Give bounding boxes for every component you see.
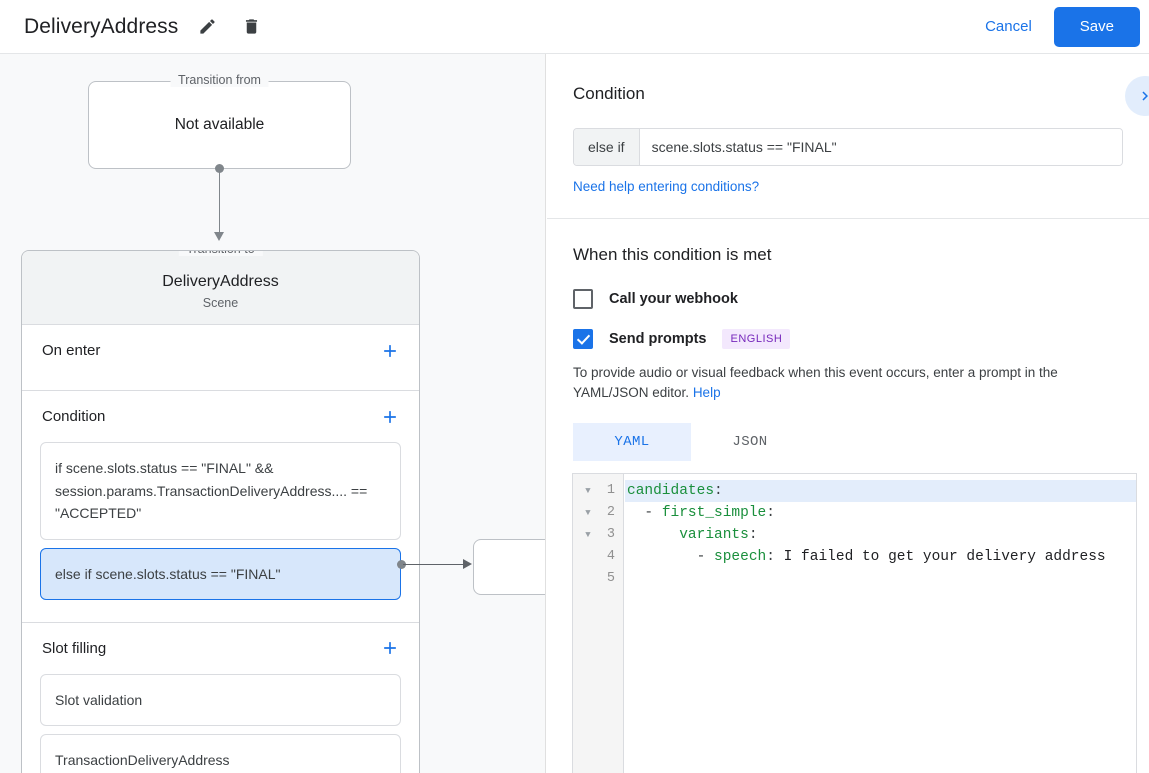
code-line: candidates:	[627, 483, 723, 499]
send-prompts-row: Send prompts ENGLISH	[573, 329, 1123, 349]
slot-item-transaction-delivery-address[interactable]: TransactionDeliveryAddress	[40, 733, 401, 773]
editor-code-area[interactable]: candidates: - first_simple: variants: - …	[625, 474, 1136, 773]
transition-to-legend: Transition to	[178, 250, 263, 256]
line-number: 3	[606, 527, 615, 542]
transition-from-value: Not available	[174, 116, 265, 133]
save-button[interactable]: Save	[1053, 6, 1140, 47]
code-line: - first_simple:	[644, 505, 775, 521]
section-header-on-enter: On enter	[22, 325, 419, 376]
condition-item-if[interactable]: if scene.slots.status == "FINAL" && sess…	[40, 442, 401, 540]
connector-line-vertical	[219, 169, 220, 234]
section-title-condition: Condition	[42, 408, 106, 425]
send-prompts-checkbox[interactable]	[573, 329, 593, 349]
helper-sentence: To provide audio or visual feedback when…	[573, 365, 1058, 400]
code-line: - speech: I failed to get your delivery …	[696, 549, 1106, 565]
flow-canvas: Transition from Not available Transition…	[0, 54, 546, 773]
connector-arrow-right	[463, 559, 472, 569]
chevron-right-icon[interactable]	[1125, 76, 1149, 116]
add-condition-button[interactable]	[377, 404, 403, 430]
add-slot-filling-button[interactable]	[377, 635, 403, 661]
webhook-row: Call your webhook	[573, 289, 1123, 309]
scene-name: DeliveryAddress	[162, 273, 279, 290]
prompts-helper-text: To provide audio or visual feedback when…	[573, 363, 1123, 403]
section-title-slot-filling: Slot filling	[42, 639, 107, 657]
trash-icon[interactable]	[236, 12, 266, 42]
transition-from-legend: Transition from	[170, 73, 269, 87]
condition-item-else-if[interactable]: else if scene.slots.status == "FINAL"	[40, 547, 401, 600]
section-header-condition: Condition	[22, 391, 419, 442]
slot-validation-item[interactable]: Slot validation	[40, 673, 401, 726]
active-line-highlight	[625, 480, 1136, 502]
fold-triangle-icon[interactable]: ▼	[585, 486, 591, 496]
when-condition-met-section: When this condition is met Call your web…	[547, 219, 1149, 461]
send-prompts-label: Send prompts	[609, 331, 707, 347]
transition-from-node[interactable]: Transition from Not available	[88, 73, 351, 169]
connector-dot-from	[215, 164, 224, 173]
cancel-button[interactable]: Cancel	[973, 10, 1044, 43]
section-title-on-enter: On enter	[42, 342, 101, 359]
section-condition: Condition if scene.slots.status == "FINA…	[22, 391, 419, 623]
yaml-editor[interactable]: candidates: - first_simple: variants: - …	[572, 473, 1137, 773]
section-slot-filling: Slot filling Slot validation Transaction…	[22, 623, 419, 773]
code-line: variants:	[679, 527, 758, 543]
pencil-icon[interactable]	[192, 12, 222, 42]
editor-format-tabs: YAML JSON	[573, 423, 1123, 461]
page-title: DeliveryAddress	[24, 14, 179, 38]
section-on-enter: On enter	[22, 325, 419, 391]
connector-dot-condition	[397, 560, 406, 569]
condition-section: Condition else if Need help entering con…	[547, 54, 1149, 219]
tab-json[interactable]: JSON	[732, 434, 768, 450]
line-number: 5	[606, 571, 615, 586]
scene-type: Scene	[202, 296, 239, 310]
tab-yaml[interactable]: YAML	[573, 423, 691, 461]
when-met-heading: When this condition is met	[573, 245, 772, 264]
call-webhook-label: Call your webhook	[609, 291, 738, 307]
editor-gutter: 1 ▼ 2 ▼ 3 ▼ 4 5	[573, 474, 624, 773]
line-number: 1	[606, 483, 615, 498]
helper-help-link[interactable]: Help	[692, 385, 721, 400]
connector-arrow-down	[214, 232, 224, 241]
language-badge: ENGLISH	[722, 329, 791, 349]
transition-to-card: Transition to DeliveryAddress Scene On e…	[21, 250, 420, 773]
fold-triangle-icon[interactable]: ▼	[585, 508, 591, 518]
transition-to-header[interactable]: DeliveryAddress Scene	[22, 251, 419, 325]
call-webhook-checkbox[interactable]	[573, 289, 593, 309]
condition-expression-input[interactable]	[639, 129, 1122, 165]
condition-input-row: else if	[573, 128, 1123, 166]
app-header: DeliveryAddress Cancel Save	[0, 0, 1149, 54]
line-number: 4	[606, 549, 615, 564]
line-number: 2	[606, 505, 615, 520]
condition-heading: Condition	[573, 84, 645, 103]
section-header-slot-filling: Slot filling	[22, 623, 419, 674]
condition-help-link[interactable]: Need help entering conditions?	[573, 179, 760, 194]
target-node-stub[interactable]	[473, 539, 545, 595]
fold-triangle-icon[interactable]: ▼	[585, 530, 591, 540]
connector-line-horizontal	[403, 564, 465, 565]
add-on-enter-button[interactable]	[377, 338, 403, 364]
condition-prefix-label: else if	[574, 129, 640, 165]
